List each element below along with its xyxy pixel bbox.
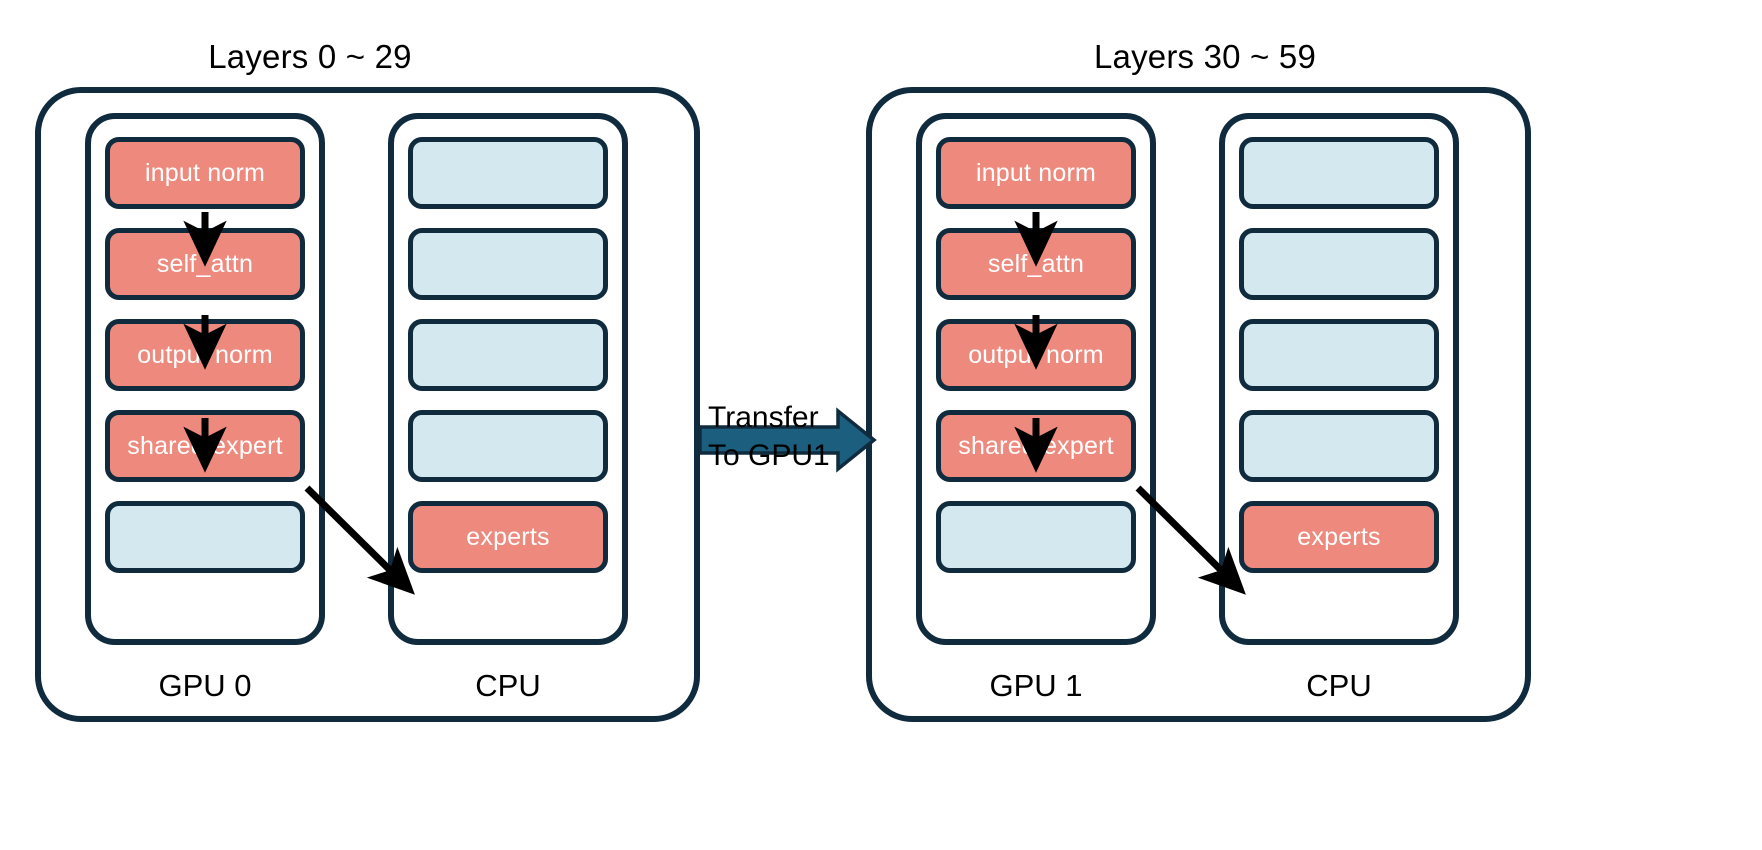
block-empty-slot[interactable] bbox=[1239, 319, 1439, 391]
block-empty-slot[interactable] bbox=[936, 501, 1136, 573]
block-input-norm[interactable]: input norm bbox=[105, 137, 305, 209]
block-empty-slot[interactable] bbox=[408, 410, 608, 482]
block-input-norm[interactable]: input norm bbox=[936, 137, 1136, 209]
block-empty-slot[interactable] bbox=[408, 319, 608, 391]
block-output-norm[interactable]: output norm bbox=[105, 319, 305, 391]
device-caption-cpu-right: CPU bbox=[1306, 668, 1372, 703]
transfer-label: Transfer To GPU1 bbox=[708, 401, 830, 472]
device-gpu-1: input norm self_attn output norm shared … bbox=[916, 113, 1156, 645]
device-cpu-left: experts bbox=[388, 113, 628, 645]
device-cpu-right: experts bbox=[1219, 113, 1459, 645]
block-output-norm[interactable]: output norm bbox=[936, 319, 1136, 391]
block-empty-slot[interactable] bbox=[105, 501, 305, 573]
block-self-attn[interactable]: self_attn bbox=[105, 228, 305, 300]
block-shared-expert[interactable]: shared expert bbox=[936, 410, 1136, 482]
device-caption-gpu-1: GPU 1 bbox=[989, 668, 1083, 703]
block-shared-expert[interactable]: shared expert bbox=[105, 410, 305, 482]
block-empty-slot[interactable] bbox=[408, 228, 608, 300]
block-empty-slot[interactable] bbox=[408, 137, 608, 209]
device-gpu-0: input norm self_attn output norm shared … bbox=[85, 113, 325, 645]
group-title-right: Layers 30 ~ 59 bbox=[1093, 38, 1317, 75]
block-self-attn[interactable]: self_attn bbox=[936, 228, 1136, 300]
block-empty-slot[interactable] bbox=[1239, 228, 1439, 300]
block-empty-slot[interactable] bbox=[1239, 137, 1439, 209]
block-experts[interactable]: experts bbox=[1239, 501, 1439, 573]
group-title-left: Layers 0 ~ 29 bbox=[208, 38, 412, 75]
block-empty-slot[interactable] bbox=[1239, 410, 1439, 482]
device-caption-gpu-0: GPU 0 bbox=[158, 668, 252, 703]
device-caption-cpu-left: CPU bbox=[475, 668, 541, 703]
block-experts[interactable]: experts bbox=[408, 501, 608, 573]
